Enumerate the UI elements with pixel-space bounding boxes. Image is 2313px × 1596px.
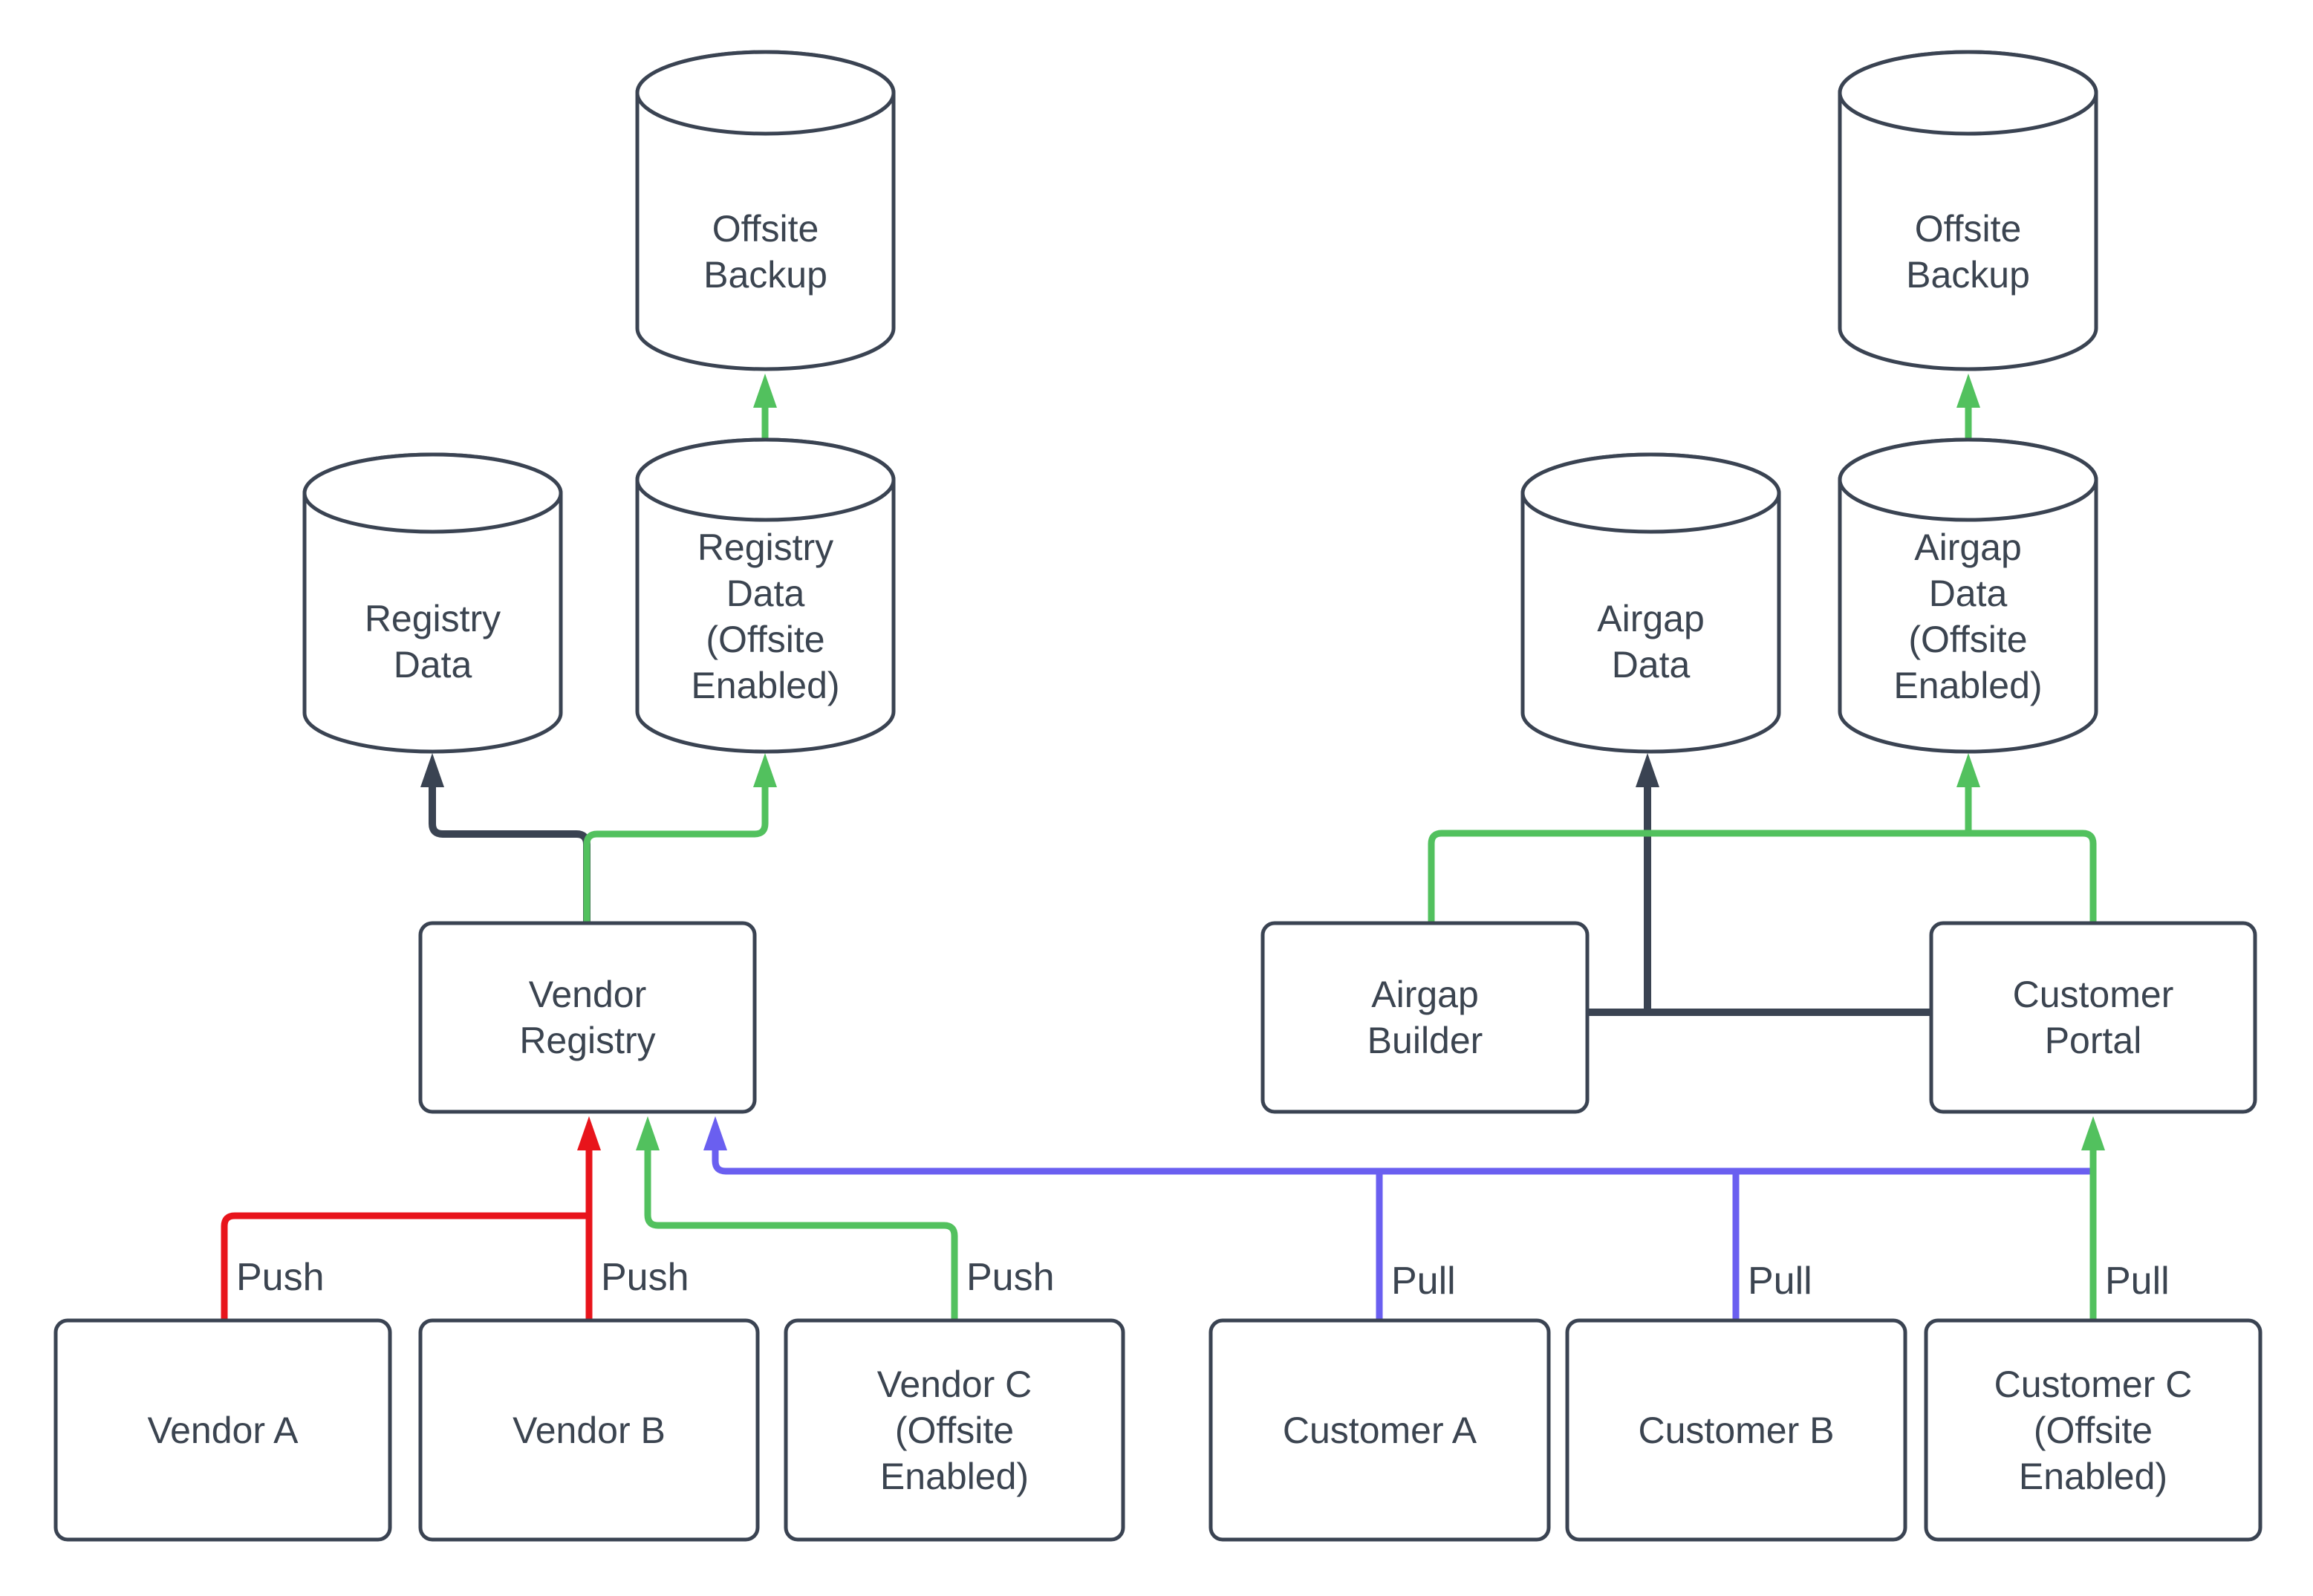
edge-vendor-c-push bbox=[644, 1150, 958, 1320]
edge-label-push-c: Push bbox=[966, 1256, 1055, 1299]
box-vendor-c bbox=[784, 1318, 1125, 1542]
arrowhead-pull-blue bbox=[703, 1116, 727, 1150]
box-vendor-b bbox=[418, 1318, 760, 1542]
cylinder-airgap-data-offsite bbox=[1838, 437, 2098, 754]
edge-label-pull-b: Pull bbox=[1748, 1260, 1812, 1303]
cylinder-offsite-backup-right bbox=[1838, 50, 2098, 371]
edge-pull-horizontal bbox=[712, 1150, 2095, 1175]
box-vendor-a bbox=[53, 1318, 392, 1542]
edge-vendor-a-push bbox=[221, 1212, 589, 1320]
edge-registry-to-registry-data bbox=[429, 786, 591, 925]
arrowhead-offsite-backup-left bbox=[753, 374, 777, 408]
edge-label-pull-c: Pull bbox=[2105, 1260, 2170, 1303]
cylinder-offsite-backup-left bbox=[635, 50, 896, 371]
edge-label-push-a: Push bbox=[236, 1256, 325, 1299]
arrowhead-registry-data-offsite bbox=[753, 753, 777, 787]
arrowhead-push-green bbox=[636, 1116, 660, 1150]
edge-builder-portal-green bbox=[1428, 830, 2097, 925]
edge-label-pull-a: Pull bbox=[1391, 1260, 1456, 1303]
box-vendor-registry bbox=[418, 921, 757, 1114]
cylinder-registry-data bbox=[302, 452, 563, 754]
box-airgap-builder bbox=[1260, 921, 1590, 1114]
arrowhead-pull-green bbox=[2081, 1116, 2105, 1150]
arrowhead-registry-data bbox=[420, 753, 444, 787]
arrowhead-offsite-backup-right bbox=[1956, 374, 1980, 408]
box-customer-portal bbox=[1929, 921, 2257, 1114]
arrowhead-push-red bbox=[577, 1116, 601, 1150]
arrowhead-airgap-data-offsite bbox=[1956, 753, 1980, 787]
arrowhead-airgap-data bbox=[1636, 753, 1659, 787]
cylinder-registry-data-offsite bbox=[635, 437, 896, 754]
edge-registry-to-registry-data-offsite bbox=[583, 786, 769, 925]
cylinder-airgap-data bbox=[1520, 452, 1781, 754]
box-customer-a bbox=[1208, 1318, 1551, 1542]
box-customer-b bbox=[1565, 1318, 1907, 1542]
edge-label-push-b: Push bbox=[601, 1256, 689, 1299]
box-customer-c bbox=[1924, 1318, 2262, 1542]
